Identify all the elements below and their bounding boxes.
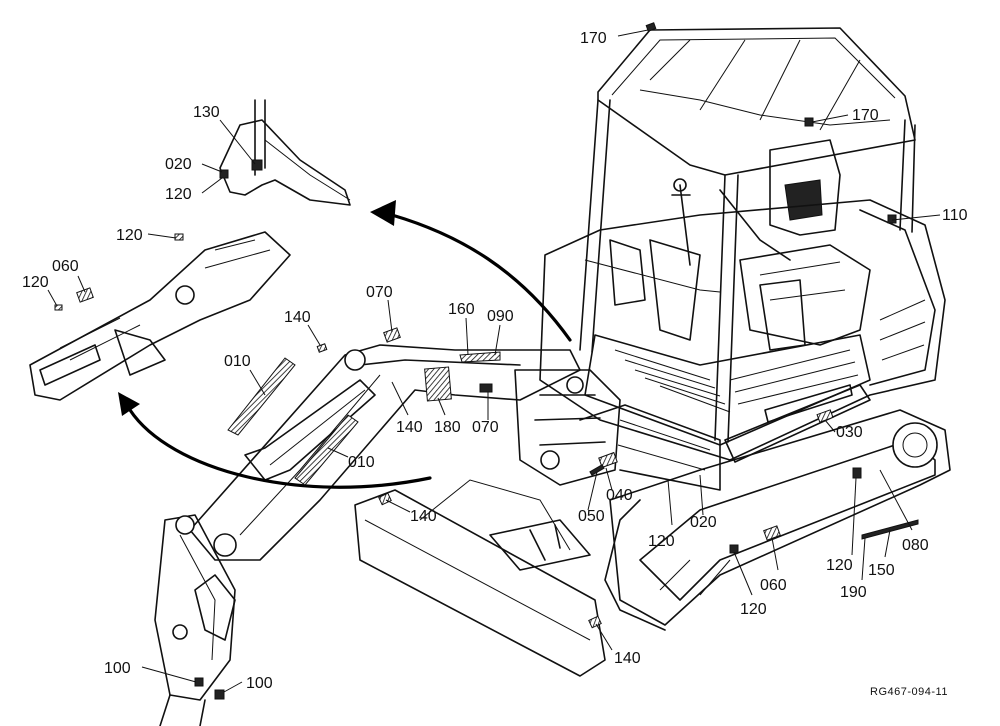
callout-040: 040 — [606, 487, 633, 504]
callout-120-track-lower: 120 — [740, 601, 767, 618]
callout-190: 190 — [840, 584, 867, 601]
boom — [189, 344, 581, 561]
callout-090: 090 — [487, 308, 514, 325]
control-levers — [609, 178, 791, 341]
callout-170-roof: 170 — [580, 30, 607, 47]
callout-160: 160 — [448, 301, 475, 318]
callout-150: 150 — [868, 562, 895, 579]
callout-120-frame: 120 — [648, 533, 675, 550]
callout-100-left: 100 — [104, 660, 131, 677]
callout-080: 080 — [902, 537, 929, 554]
callout-020-inset: 020 — [165, 156, 192, 173]
callout-170-canopy: 170 — [852, 107, 879, 124]
callout-100-right: 100 — [246, 675, 273, 692]
callout-120-track: 120 — [826, 557, 853, 574]
arrow-upper — [370, 200, 572, 342]
callout-020-frame: 020 — [690, 514, 717, 531]
arrow-lower — [118, 392, 432, 489]
detail-arm-part — [29, 231, 291, 401]
callout-110: 110 — [942, 207, 968, 224]
callout-180: 180 — [434, 419, 461, 436]
callout-120-arm-top: 120 — [116, 227, 143, 244]
callout-010-cylinder: 010 — [224, 353, 251, 370]
callout-050: 050 — [578, 508, 605, 525]
detail-inset-top — [219, 99, 351, 206]
decals — [54, 22, 919, 700]
callout-070-boom: 070 — [366, 284, 393, 301]
callout-030: 030 — [836, 424, 863, 441]
upper-body — [539, 199, 946, 463]
callout-140-blade-end: 140 — [614, 650, 641, 667]
callout-120-arm-left: 120 — [22, 274, 49, 291]
callout-140-bracket: 140 — [396, 419, 423, 436]
callout-140-blade: 140 — [410, 508, 437, 525]
canopy — [579, 27, 916, 443]
swing-bracket — [514, 369, 721, 491]
callout-070-bracket: 070 — [472, 419, 499, 436]
callout-140-boom: 140 — [284, 309, 311, 326]
arm — [154, 514, 236, 726]
callout-labels: 170 170 130 020 120 110 120 060 120 070 … — [22, 30, 968, 698]
callout-120-inset: 120 — [165, 186, 192, 203]
operator-seat — [739, 139, 871, 351]
figure-reference: RG467-094-11 — [870, 686, 948, 698]
track-frame — [604, 409, 951, 631]
callout-130: 130 — [193, 104, 220, 121]
callout-010-boom: 010 — [348, 454, 375, 471]
leader-lines — [47, 29, 941, 693]
callout-060-track: 060 — [760, 577, 787, 594]
callout-060-arm: 060 — [52, 258, 79, 275]
dozer-blade — [354, 479, 606, 677]
